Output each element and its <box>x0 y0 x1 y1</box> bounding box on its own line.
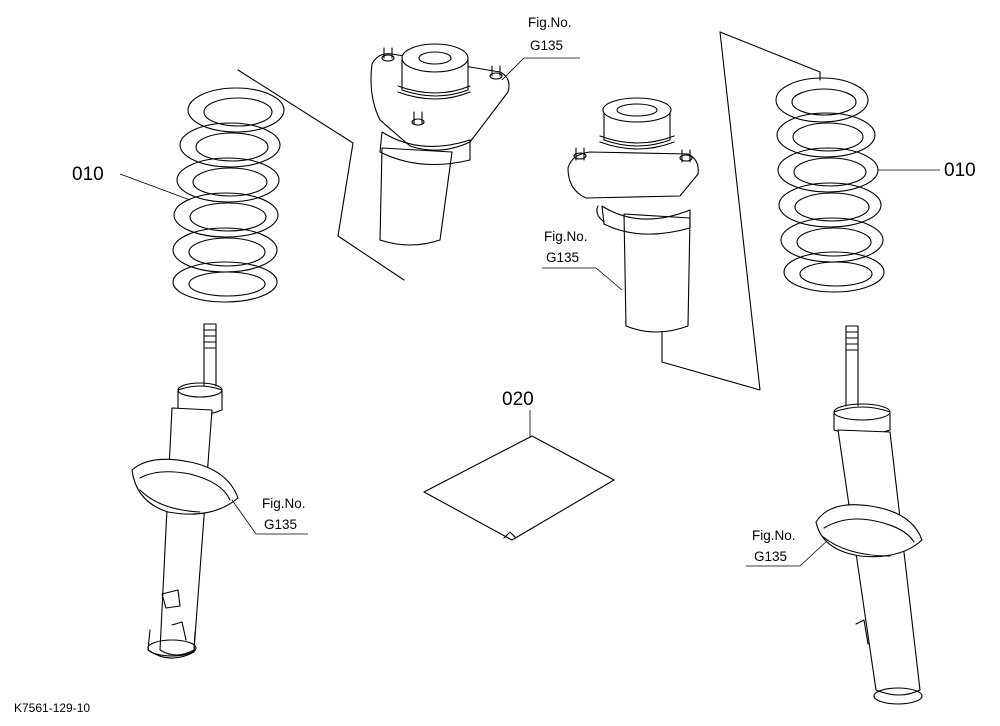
right-coil-spring <box>775 77 885 293</box>
drawing-id: K7561-129-10 <box>14 701 90 715</box>
left-coil-spring <box>172 69 405 303</box>
fig-ref-mid-line1: Fig.No. <box>544 229 588 244</box>
fig-ref-top-line2: G135 <box>530 38 563 53</box>
part-label-010-right: 010 <box>944 160 976 181</box>
part-label-010-left: 010 <box>72 164 104 185</box>
fig-ref-mid-line2: G135 <box>546 250 579 265</box>
fig-ref-left-line2: G135 <box>264 517 297 532</box>
fig-ref-right-line2: G135 <box>754 549 787 564</box>
right-shock-absorber <box>815 325 923 705</box>
fig-ref-left-line1: Fig.No. <box>262 496 306 511</box>
part-label-020: 020 <box>502 389 534 410</box>
fig-ref-right-line1: Fig.No. <box>752 528 796 543</box>
instruction-sheet <box>423 435 615 541</box>
right-strut-mount <box>567 31 821 391</box>
left-shock-absorber <box>131 323 239 659</box>
left-strut-mount <box>370 43 510 246</box>
fig-ref-top-line1: Fig.No. <box>528 15 572 30</box>
leader-lines <box>119 57 940 567</box>
